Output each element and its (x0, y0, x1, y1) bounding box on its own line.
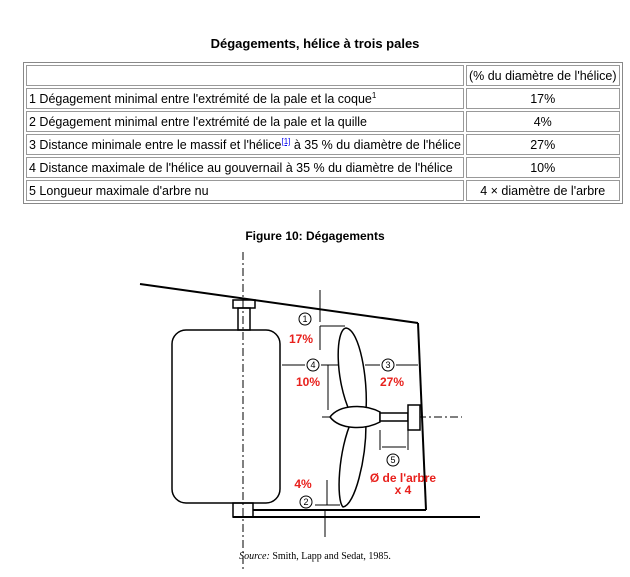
marker-5 (386, 453, 400, 467)
header-cell (26, 65, 464, 86)
label-27: 27% (380, 375, 404, 389)
hull-line (139, 283, 419, 324)
page-title: Dégagements, hélice à trois pales (210, 36, 420, 51)
marker-1 (298, 312, 312, 326)
row-label-text: 1 Dégagement minimal entre l'extrémité d… (29, 92, 372, 107)
table-header-row: (% du diamètre de l'hélice) (26, 65, 620, 86)
label-10: 10% (296, 375, 320, 389)
source-label: Source: (239, 551, 270, 562)
table-row: 1 Dégagement minimal entre l'extrémité d… (26, 88, 620, 109)
row-label: 4 Distance maximale de l'hélice au gouve… (26, 157, 464, 178)
footnote-link[interactable]: [1] (281, 136, 291, 146)
footnote-sup: 1 (371, 90, 377, 100)
marker-2-label: 2 (303, 497, 308, 507)
row-label: 3 Distance minimale entre le massif et l… (26, 134, 464, 155)
label-17: 17% (289, 332, 313, 346)
table-row: 2 Dégagement minimal entre l'extrémité d… (26, 111, 620, 132)
rudder-blade (171, 329, 281, 504)
label-4: 4% (294, 477, 312, 491)
row-label-text: 3 Distance minimale entre le massif et l… (29, 138, 282, 153)
propeller-hub (329, 405, 381, 429)
label-x4: x 4 (395, 483, 412, 497)
propeller-blade-lower (338, 419, 367, 508)
markers (298, 312, 400, 509)
rudder-stock-top (232, 299, 256, 309)
label-shaft-diam: Ø de l'arbre (370, 471, 437, 485)
row-label-text: à 35 % du diamètre de l'hélice (290, 138, 461, 153)
source-text: Smith, Lapp and Sedat, 1985. (269, 551, 391, 562)
shaft-flange (407, 404, 421, 431)
row-value: 4 × diamètre de l'arbre (465, 180, 620, 201)
header-cell: (% du diamètre de l'hélice) (465, 65, 620, 86)
figure-caption: Figure 10: Dégagements (245, 229, 385, 243)
row-value: 17% (465, 88, 620, 109)
row-value: 27% (465, 134, 620, 155)
marker-2 (299, 495, 313, 509)
dimension-lines (282, 325, 418, 506)
marker-3 (381, 358, 395, 372)
figure-source: Source: Smith, Lapp and Sedat, 1985. (0, 551, 630, 562)
propeller-shaft (379, 412, 409, 422)
row-label: 1 Dégagement minimal entre l'extrémité d… (26, 88, 464, 109)
rudder-stock (237, 307, 251, 331)
clearance-table: (% du diamètre de l'hélice) 1 Dégagement… (23, 62, 623, 204)
marker-1-label: 1 (302, 314, 307, 324)
propeller-blade-upper (337, 327, 368, 413)
row-label: 2 Dégagement minimal entre l'extrémité d… (26, 111, 464, 132)
marker-3-label: 3 (385, 360, 390, 370)
table-row: 3 Distance minimale entre le massif et l… (26, 134, 620, 155)
row-value: 10% (465, 157, 620, 178)
table-row: 4 Distance maximale de l'hélice au gouve… (26, 157, 620, 178)
marker-4-label: 4 (310, 360, 315, 370)
marker-5-label: 5 (390, 455, 395, 465)
row-value: 4% (465, 111, 620, 132)
marker-4 (306, 358, 320, 372)
row-label: 5 Longueur maximale d'arbre nu (26, 180, 464, 201)
